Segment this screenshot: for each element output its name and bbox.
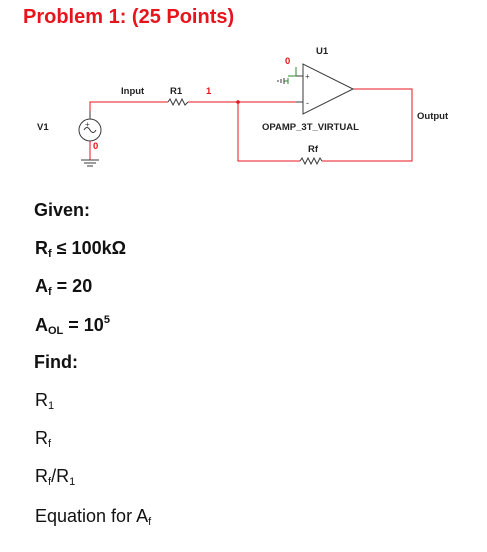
resistor1-label: R1 [170, 86, 183, 97]
find-heading: Find: [34, 352, 78, 372]
opamp-model-label: OPAMP_3T_VIRTUAL [262, 122, 359, 133]
ac-source-icon [78, 111, 102, 160]
opamp-label: U1 [316, 46, 329, 57]
given-aol: AOL = 105 [35, 314, 110, 337]
given-af: Af = 20 [35, 276, 93, 298]
node1-junction [236, 100, 240, 104]
ground-icon [81, 159, 99, 167]
source-label: V1 [37, 122, 49, 133]
find-rf: Rf [35, 428, 52, 450]
find-ratio: Rf/R1 [35, 466, 76, 488]
input-node-label: Input [121, 86, 145, 97]
opamp-icon [296, 63, 355, 115]
given-rf: Rf ≤ 100kΩ [35, 238, 127, 260]
feedback-wire [237, 102, 300, 162]
plus-sign: + [85, 120, 90, 129]
resistor-icon [299, 156, 323, 166]
wires [89, 88, 413, 162]
page-title: Problem 1: (25 Points) [23, 6, 235, 28]
resistor-icon [167, 97, 189, 107]
circuit-schematic: + 0 + - V1 Input R1 1 0 U1 OPAMP_3T_VIRT… [37, 46, 449, 167]
feedback-resistor-label: Rf [308, 144, 319, 155]
inverting-sign: - [306, 98, 309, 108]
source-node-label: 0 [93, 141, 98, 152]
find-r1: R1 [35, 390, 55, 412]
node1-label: 1 [206, 86, 212, 97]
output-wire [322, 88, 413, 162]
node0-label: 0 [285, 56, 290, 67]
ground-icon [284, 67, 297, 84]
find-equation: Equation for Af [35, 506, 152, 528]
given-heading: Given: [34, 200, 91, 220]
ground-icon [277, 78, 285, 84]
output-label: Output [417, 111, 449, 122]
input-wire [89, 101, 168, 111]
noninverting-sign: + [305, 72, 310, 81]
